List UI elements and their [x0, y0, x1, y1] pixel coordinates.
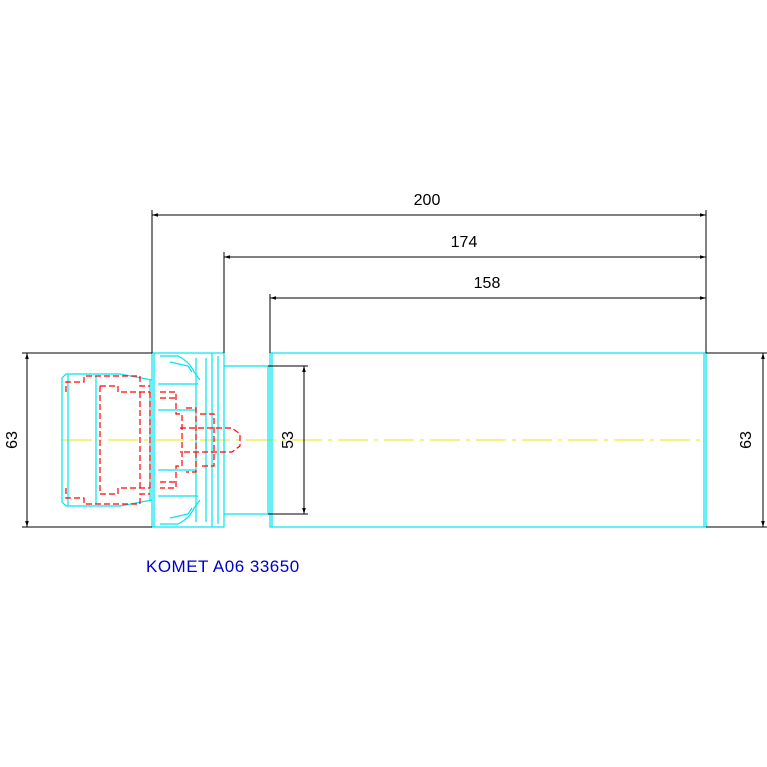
- dim-left-diameter: 63: [4, 431, 21, 449]
- part-label: KOMET A06 33650: [146, 557, 300, 576]
- dim-overall-length: 200: [414, 192, 441, 209]
- extension-lines: [22, 210, 767, 528]
- dim-right-diameter: 63: [738, 431, 755, 449]
- hidden-lines: [65, 375, 241, 505]
- dim-bore-diameter: 53: [280, 431, 297, 449]
- dim-body-length: 158: [474, 275, 501, 292]
- dim-length-to-shoulder: 174: [451, 234, 478, 251]
- part-outline: [61, 352, 707, 528]
